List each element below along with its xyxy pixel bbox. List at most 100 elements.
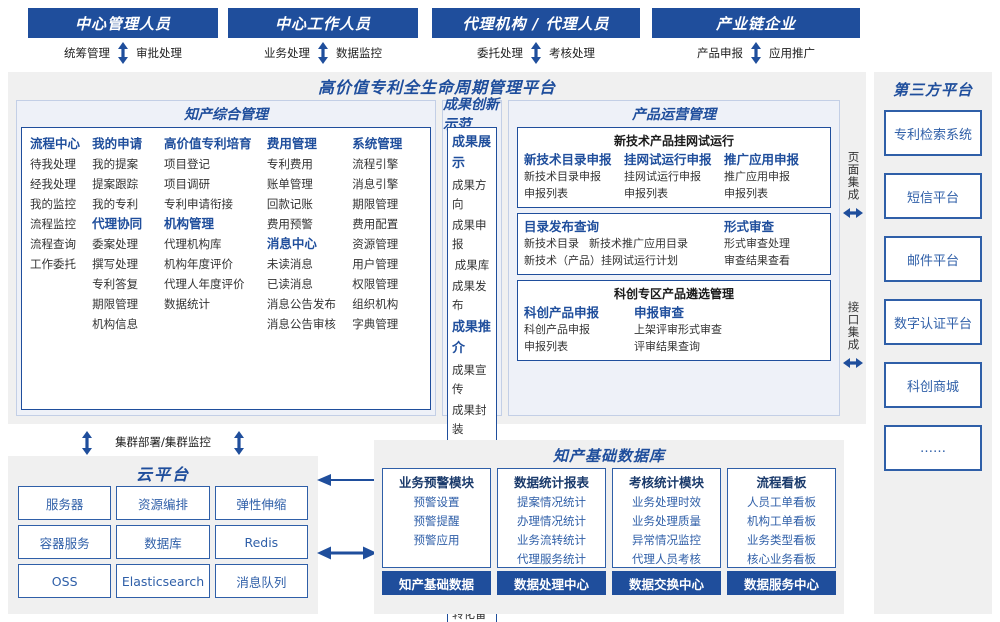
menu-item[interactable]: 已读消息	[266, 277, 313, 291]
menu-item[interactable]: 撰写处理	[92, 257, 139, 271]
arrow-cloud-database-bidirectional	[316, 545, 378, 565]
menu-item[interactable]: 科创产品申报	[524, 323, 590, 336]
menu-item[interactable]: 申报列表	[624, 187, 668, 200]
menu-item[interactable]: 未读消息	[266, 257, 313, 271]
cloud-item-oss[interactable]: OSS	[18, 564, 112, 598]
menu-item[interactable]: 消息引擎	[352, 177, 399, 191]
menu-item[interactable]: 经我处理	[30, 177, 76, 191]
menu-item[interactable]: 代理机构库	[163, 237, 222, 251]
actor-title[interactable]: 代理机构 / 代理人员	[432, 8, 640, 38]
cloud-item-resource-orchestration[interactable]: 资源编排	[116, 486, 210, 520]
card-item[interactable]: 业务处理质量	[632, 514, 701, 528]
cloud-item-message-queue[interactable]: 消息队列	[214, 564, 308, 598]
menu-item[interactable]: 提案跟踪	[92, 177, 139, 191]
menu-item[interactable]: 评审结果查询	[634, 340, 700, 353]
cloud-item-container-service[interactable]: 容器服务	[18, 525, 112, 559]
menu-item[interactable]: 费用预警	[266, 217, 313, 231]
menu-item[interactable]: 我的专利	[92, 197, 139, 211]
menu-item[interactable]: 流程查询	[30, 237, 76, 251]
menu-item[interactable]: 流程引擎	[352, 157, 399, 171]
card-item[interactable]: 核心业务看板	[747, 552, 816, 566]
card-item[interactable]: 预警设置	[413, 495, 460, 509]
menu-item[interactable]: 专利申请衔接	[163, 197, 233, 211]
menu-item[interactable]: 消息公告审核	[266, 317, 336, 331]
card-item[interactable]: 代理服务统计	[517, 552, 586, 566]
menu-item[interactable]: 成果宣传	[452, 363, 487, 396]
menu-item[interactable]: 委案处理	[92, 237, 139, 251]
menu-item[interactable]: 流程监控	[30, 217, 76, 231]
menu-item[interactable]: 新技术目录	[524, 237, 579, 250]
thirdparty-item-innovation-mall[interactable]: 科创商城	[884, 362, 982, 408]
subbox-title: 新技术产品挂网试运行	[613, 134, 734, 148]
menu-item[interactable]: 消息公告发布	[266, 297, 336, 311]
menu-item[interactable]: 成果发布	[452, 279, 487, 312]
thirdparty-item-email[interactable]: 邮件平台	[884, 236, 982, 282]
card-item[interactable]: 办理情况统计	[517, 514, 586, 528]
menu-item[interactable]: 工作委托	[30, 257, 76, 271]
menu-item[interactable]: 成果封装	[452, 403, 487, 436]
menu-item[interactable]: 用户管理	[352, 257, 399, 271]
menu-item[interactable]: 挂网试运行申报	[624, 170, 701, 183]
menu-item[interactable]: 申报列表	[724, 187, 768, 200]
menu-item[interactable]: 代理人年度评价	[163, 277, 245, 291]
card-item[interactable]: 提案情况统计	[517, 495, 586, 509]
cloud-item-database[interactable]: 数据库	[116, 525, 210, 559]
menu-item[interactable]: 新技术推广应用目录	[589, 237, 688, 250]
menu-item[interactable]: 项目调研	[163, 177, 210, 191]
database-foot-exchange-center[interactable]: 数据交换中心	[612, 571, 721, 595]
cloud-item-elasticsearch[interactable]: Elasticsearch	[116, 564, 210, 598]
database-foot-processing-center[interactable]: 数据处理中心	[497, 571, 606, 595]
menu-item[interactable]: 上架评审形式审查	[634, 323, 722, 336]
thirdparty-item-more[interactable]: ……	[884, 425, 982, 471]
card-item[interactable]: 代理人员考核	[632, 552, 701, 566]
card-item[interactable]: 机构工单看板	[747, 514, 816, 528]
menu-item[interactable]: 新技术（产品）挂网试运行计划	[524, 254, 678, 267]
menu-item[interactable]: 字典管理	[352, 317, 399, 331]
menu-item[interactable]: 权限管理	[352, 277, 399, 291]
cloud-item-elastic-scaling[interactable]: 弹性伸缩	[214, 486, 308, 520]
card-item[interactable]: 预警应用	[413, 533, 460, 547]
menu-item[interactable]: 我的监控	[30, 197, 76, 211]
subcolumn-head: 挂网试运行申报	[624, 152, 712, 167]
menu-item[interactable]: 形式审查处理	[724, 237, 790, 250]
card-item[interactable]: 人员工单看板	[747, 495, 816, 509]
menu-item[interactable]: 专利答复	[92, 277, 139, 291]
menu-item[interactable]: 专利费用	[266, 157, 313, 171]
card-item[interactable]: 业务流转统计	[517, 533, 586, 547]
card-item[interactable]: 业务类型看板	[747, 533, 816, 547]
menu-item[interactable]: 申报列表	[524, 187, 568, 200]
menu-item[interactable]: 回款记账	[266, 197, 313, 211]
thirdparty-item-digital-cert[interactable]: 数字认证平台	[884, 299, 982, 345]
menu-item[interactable]: 期限管理	[352, 197, 399, 211]
menu-item[interactable]: 待我处理	[30, 157, 76, 171]
menu-item[interactable]: 数据统计	[163, 297, 210, 311]
menu-item[interactable]: 机构信息	[92, 317, 139, 331]
menu-item[interactable]: 项目登记	[163, 157, 210, 171]
menu-item[interactable]: 组织机构	[352, 297, 399, 311]
thirdparty-item-sms[interactable]: 短信平台	[884, 173, 982, 219]
cloud-item-redis[interactable]: Redis	[214, 525, 308, 559]
menu-item[interactable]: 申报列表	[524, 340, 568, 353]
menu-item[interactable]: 我的提案	[92, 157, 139, 171]
menu-item[interactable]: 成果申报	[452, 218, 487, 251]
menu-item[interactable]: 账单管理	[266, 177, 313, 191]
actor-title[interactable]: 中心工作人员	[228, 8, 418, 38]
menu-item[interactable]: 审查结果查看	[724, 254, 790, 267]
menu-item[interactable]: 成果库	[454, 258, 490, 272]
menu-item[interactable]: 费用配置	[352, 217, 399, 231]
database-foot-service-center[interactable]: 数据服务中心	[727, 571, 836, 595]
cloud-item-server[interactable]: 服务器	[18, 486, 112, 520]
thirdparty-item-patent-search[interactable]: 专利检索系统	[884, 110, 982, 156]
menu-item[interactable]: 期限管理	[92, 297, 139, 311]
card-item[interactable]: 异常情况监控	[632, 533, 701, 547]
menu-item[interactable]: 新技术目录申报	[524, 170, 601, 183]
actor-title[interactable]: 产业链企业	[652, 8, 860, 38]
card-item[interactable]: 预警提醒	[413, 514, 460, 528]
card-item[interactable]: 业务处理时效	[632, 495, 701, 509]
menu-item[interactable]: 机构年度评价	[163, 257, 233, 271]
menu-item[interactable]: 推广应用申报	[724, 170, 790, 183]
actor-title[interactable]: 中心管理人员	[28, 8, 218, 38]
menu-item[interactable]: 成果方向	[452, 178, 487, 211]
database-foot-basic-data[interactable]: 知产基础数据	[382, 571, 491, 595]
menu-item[interactable]: 资源管理	[352, 237, 399, 251]
